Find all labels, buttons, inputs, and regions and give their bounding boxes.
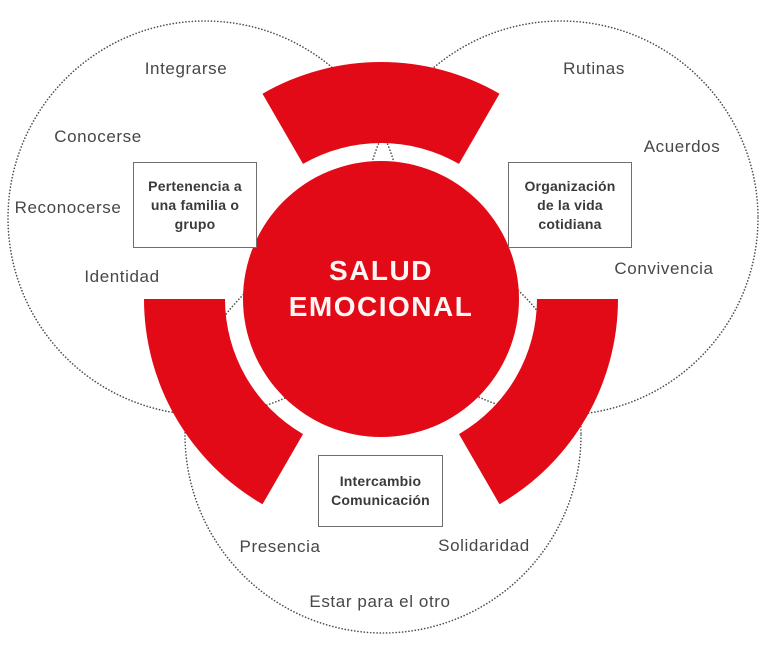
label-acuerdos: Acuerdos [643,137,721,156]
red-arc-bottom-left [143,299,303,505]
label-solidaridad: Solidaridad [438,536,530,555]
center-title: SALUD EMOCIONAL [289,253,474,325]
category-box-organizacion: Organización de la vida cotidiana [508,162,632,248]
category-box-pertenencia: Pertenencia a una familia o grupo [133,162,257,248]
label-estar-para-el-otro: Estar para el otro [309,592,451,611]
dotted-circle-bottom [184,236,582,634]
label-reconocerse: Reconocerse [14,198,122,217]
category-box-pertenencia-label: Pertenencia a una familia o grupo [148,177,242,232]
label-integrarse: Integrarse [144,59,228,78]
label-presencia: Presencia [239,537,321,556]
label-rutinas: Rutinas [563,59,625,78]
label-conocerse: Conocerse [54,127,142,146]
category-box-intercambio-label: Intercambio Comunicación [331,473,430,508]
center-title-line-2: EMOCIONAL [288,291,474,322]
center-circle [243,161,519,437]
category-box-intercambio: Intercambio Comunicación [318,455,443,527]
red-arc-top [262,61,500,164]
dotted-circle-right [363,20,759,416]
category-box-organizacion-label: Organización de la vida cotidiana [524,177,616,232]
center-title-line-1: SALUD [329,255,433,286]
red-arc-bottom-right [459,299,618,505]
label-identidad: Identidad [84,267,160,286]
label-convivencia: Convivencia [614,259,714,278]
